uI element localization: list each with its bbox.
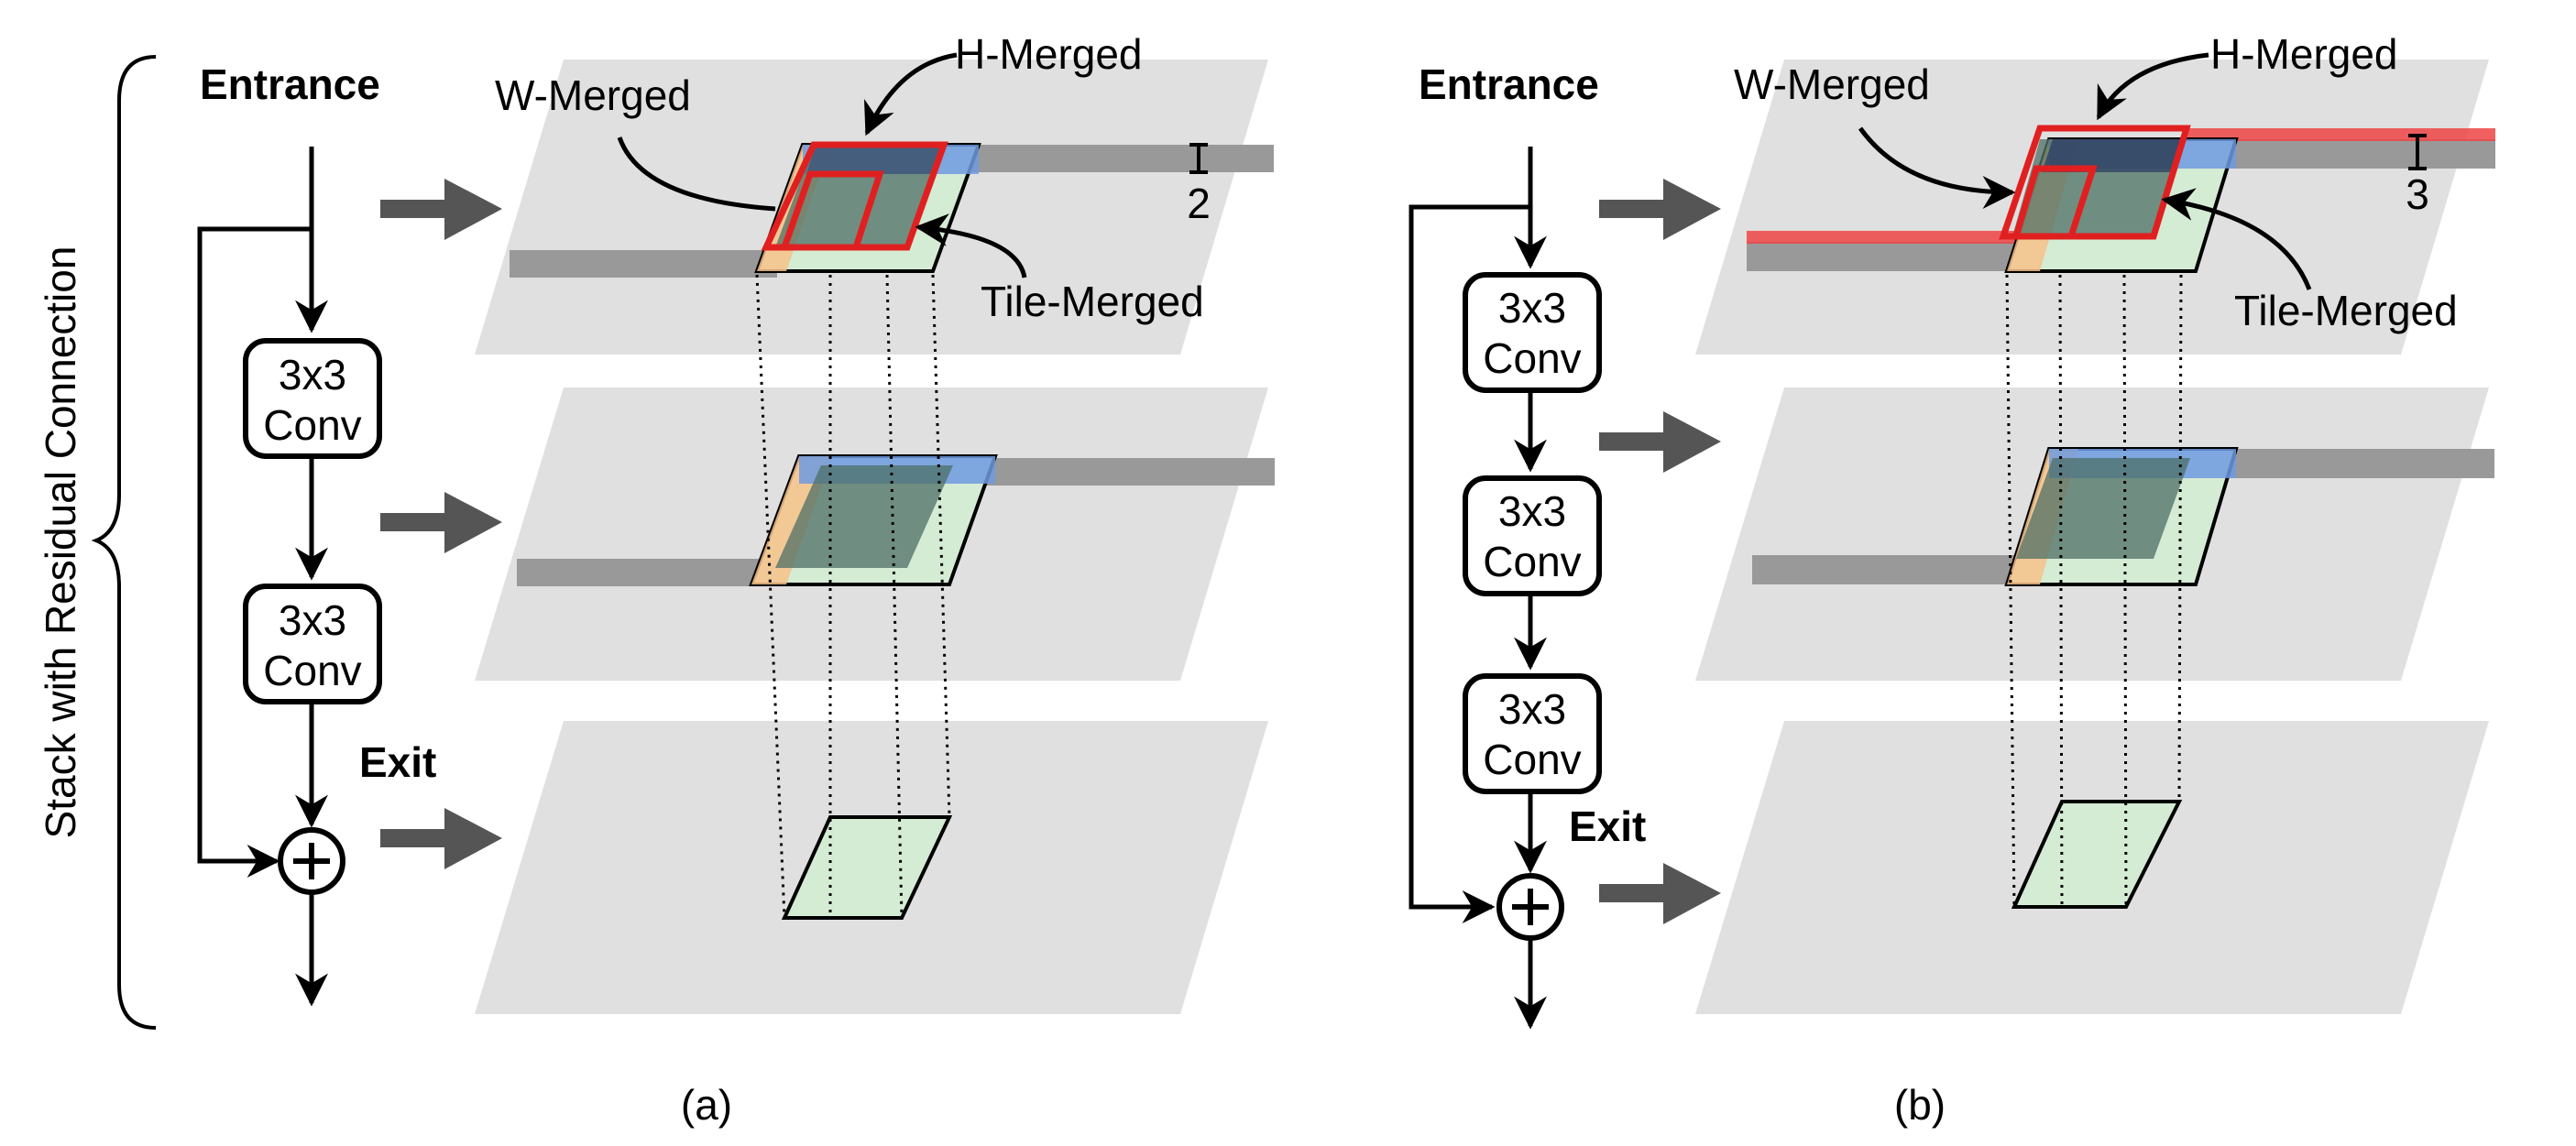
plus-icon (293, 843, 330, 879)
w-merged-label: W-Merged (495, 71, 691, 119)
layer-arrow (380, 179, 502, 240)
mid-strip-right (2190, 449, 2494, 478)
depth-label: 2 (1187, 180, 1211, 227)
depth-bracket (1189, 143, 1208, 174)
plus-icon (1512, 889, 1549, 925)
mid-tile-merged-region (775, 465, 953, 568)
top-strip-left-highlight (1747, 231, 2027, 244)
exit-label: Exit (359, 738, 436, 786)
exit-label: Exit (1569, 802, 1646, 850)
caption-a: (a) (681, 1081, 732, 1129)
entrance-label: Entrance (200, 60, 380, 108)
residual-path (197, 226, 312, 878)
panel-b: 3 W-Merged H-Merged Tile-Merged Entrance… (1409, 30, 2495, 1129)
residual-path (1409, 204, 1530, 923)
h-merged-pointer (2096, 52, 2209, 121)
entrance-label: Entrance (1419, 60, 1599, 108)
tile-merged-label: Tile-Merged (981, 278, 1204, 325)
layer-arrow (1599, 863, 1721, 924)
top-strip-right (933, 145, 1274, 172)
bottom-tile (2011, 800, 2183, 909)
tile-merged-pointer (2161, 188, 2312, 290)
tile-merged-label: Tile-Merged (2234, 287, 2458, 334)
panel-a: 2 W-Merged H-Merged Tile-Merged Entrance… (197, 30, 1275, 1129)
side-label: Stack with Residual Connection (37, 246, 84, 839)
depth-bracket (2408, 134, 2427, 170)
mid-strip-left (517, 559, 775, 586)
mid-strip-right (948, 458, 1275, 486)
conv-block-line2: Conv (263, 401, 361, 449)
layer-arrow (380, 492, 502, 553)
depth-label: 3 (2406, 170, 2429, 218)
conv-block-line2: Conv (263, 647, 361, 694)
caption-b: (b) (1894, 1081, 1946, 1129)
mid-strip-left (1752, 555, 2023, 584)
top-strip-right (2186, 139, 2495, 169)
layer-arrow (1599, 411, 1721, 473)
projection-line (885, 274, 904, 919)
h-merged-outline (2042, 139, 2181, 172)
conv-block-line1: 3x3 (279, 351, 346, 398)
tile-merged-outline (1999, 125, 2191, 240)
w-merged-outline (780, 170, 884, 251)
conv-block-line2: Conv (1483, 538, 1581, 585)
conv-block-line1: 3x3 (1498, 685, 1566, 733)
layer-arrow (380, 808, 502, 869)
w-merged-pointer (617, 136, 776, 212)
top-strip-left (1747, 242, 2027, 271)
conv-block-line1: 3x3 (279, 596, 346, 644)
bottom-tile (781, 815, 953, 920)
projection-line (2177, 274, 2183, 802)
h-merged-label: H-Merged (2210, 30, 2398, 78)
h-merged-outline (806, 145, 944, 174)
w-merged-label: W-Merged (1734, 60, 1930, 108)
h-merged-pointer (863, 52, 958, 136)
conv-block-line1: 3x3 (1498, 284, 1566, 332)
projection-line (755, 274, 786, 919)
conv-block-line2: Conv (1483, 334, 1581, 382)
curly-brace (91, 55, 157, 1030)
tile-merged-pointer (915, 213, 1027, 278)
conv-block-line1: 3x3 (1498, 487, 1566, 535)
tile-merged-outline (761, 141, 948, 251)
w-merged-outline (2011, 165, 2098, 240)
layer-arrow (1599, 179, 1721, 240)
h-merged-label: H-Merged (955, 30, 1143, 78)
top-strip-left (510, 250, 777, 278)
conv-block-line2: Conv (1483, 736, 1581, 783)
w-merged-pointer (1858, 126, 2016, 209)
